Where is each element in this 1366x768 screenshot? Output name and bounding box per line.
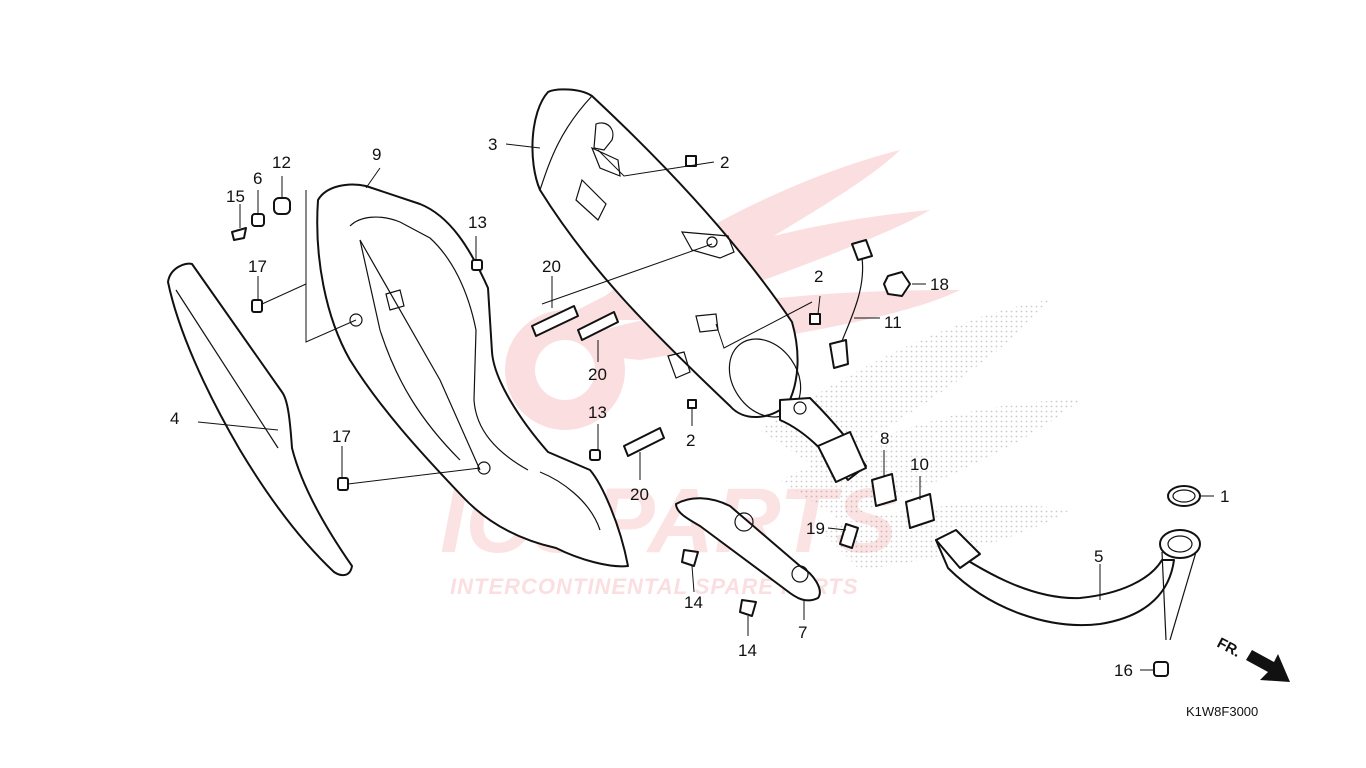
callout-19: 19: [806, 519, 825, 538]
front-direction-arrow: FR.: [1214, 635, 1290, 682]
callout-labels: 3 2 9 12 6 15 13 17 20 2 18 11 20 4 13 1…: [170, 135, 1229, 680]
callout-20: 20: [588, 365, 607, 384]
callout-8: 8: [880, 429, 889, 448]
part-9-muffler-protector[interactable]: [316, 183, 629, 568]
callout-4: 4: [170, 409, 179, 428]
callout-20: 20: [630, 485, 649, 504]
part-8-joint[interactable]: [871, 473, 897, 507]
part-7-bracket[interactable]: [675, 497, 821, 602]
callout-6: 6: [253, 169, 262, 188]
part-5-exhaust-pipe[interactable]: [935, 529, 1201, 641]
callout-7: 7: [798, 623, 807, 642]
diagram-code: K1W8F3000: [1186, 704, 1258, 719]
part-13-clips[interactable]: [471, 259, 601, 461]
callout-18: 18: [930, 275, 949, 294]
callout-12: 12: [272, 153, 291, 172]
callout-2: 2: [814, 267, 823, 286]
callout-3: 3: [488, 135, 497, 154]
callout-9: 9: [372, 145, 381, 164]
part-6-collar[interactable]: [251, 213, 265, 227]
callout-17: 17: [332, 427, 351, 446]
callout-2: 2: [720, 153, 729, 172]
front-label: FR.: [1214, 635, 1243, 661]
callout-14: 14: [684, 593, 703, 612]
part-20-bolts[interactable]: [531, 305, 665, 457]
callout-15: 15: [226, 187, 245, 206]
callout-13: 13: [468, 213, 487, 232]
part-1-gasket[interactable]: [1167, 485, 1201, 507]
part-14-bolts[interactable]: [681, 549, 757, 617]
part-18-nut[interactable]: [883, 271, 911, 297]
callout-11: 11: [884, 313, 902, 332]
part-11-o2-sensor[interactable]: [829, 239, 873, 369]
callout-13: 13: [588, 403, 607, 422]
callout-14: 14: [738, 641, 757, 660]
part-15-screw[interactable]: [231, 227, 247, 241]
callout-5: 5: [1094, 547, 1103, 566]
leader-lines: [197, 143, 1214, 671]
part-17-clips[interactable]: [251, 299, 349, 491]
part-3-muffler[interactable]: [531, 88, 867, 483]
callout-17: 17: [248, 257, 267, 276]
callout-20: 20: [542, 257, 561, 276]
callout-16: 16: [1114, 661, 1133, 680]
callout-10: 10: [910, 455, 929, 474]
part-10-gasket[interactable]: [905, 493, 935, 529]
part-12-grommet[interactable]: [273, 197, 291, 215]
part-16-nut[interactable]: [1153, 661, 1169, 677]
callout-1: 1: [1220, 487, 1229, 506]
callout-2: 2: [686, 431, 695, 450]
part-4-outer-protector[interactable]: [167, 262, 353, 577]
